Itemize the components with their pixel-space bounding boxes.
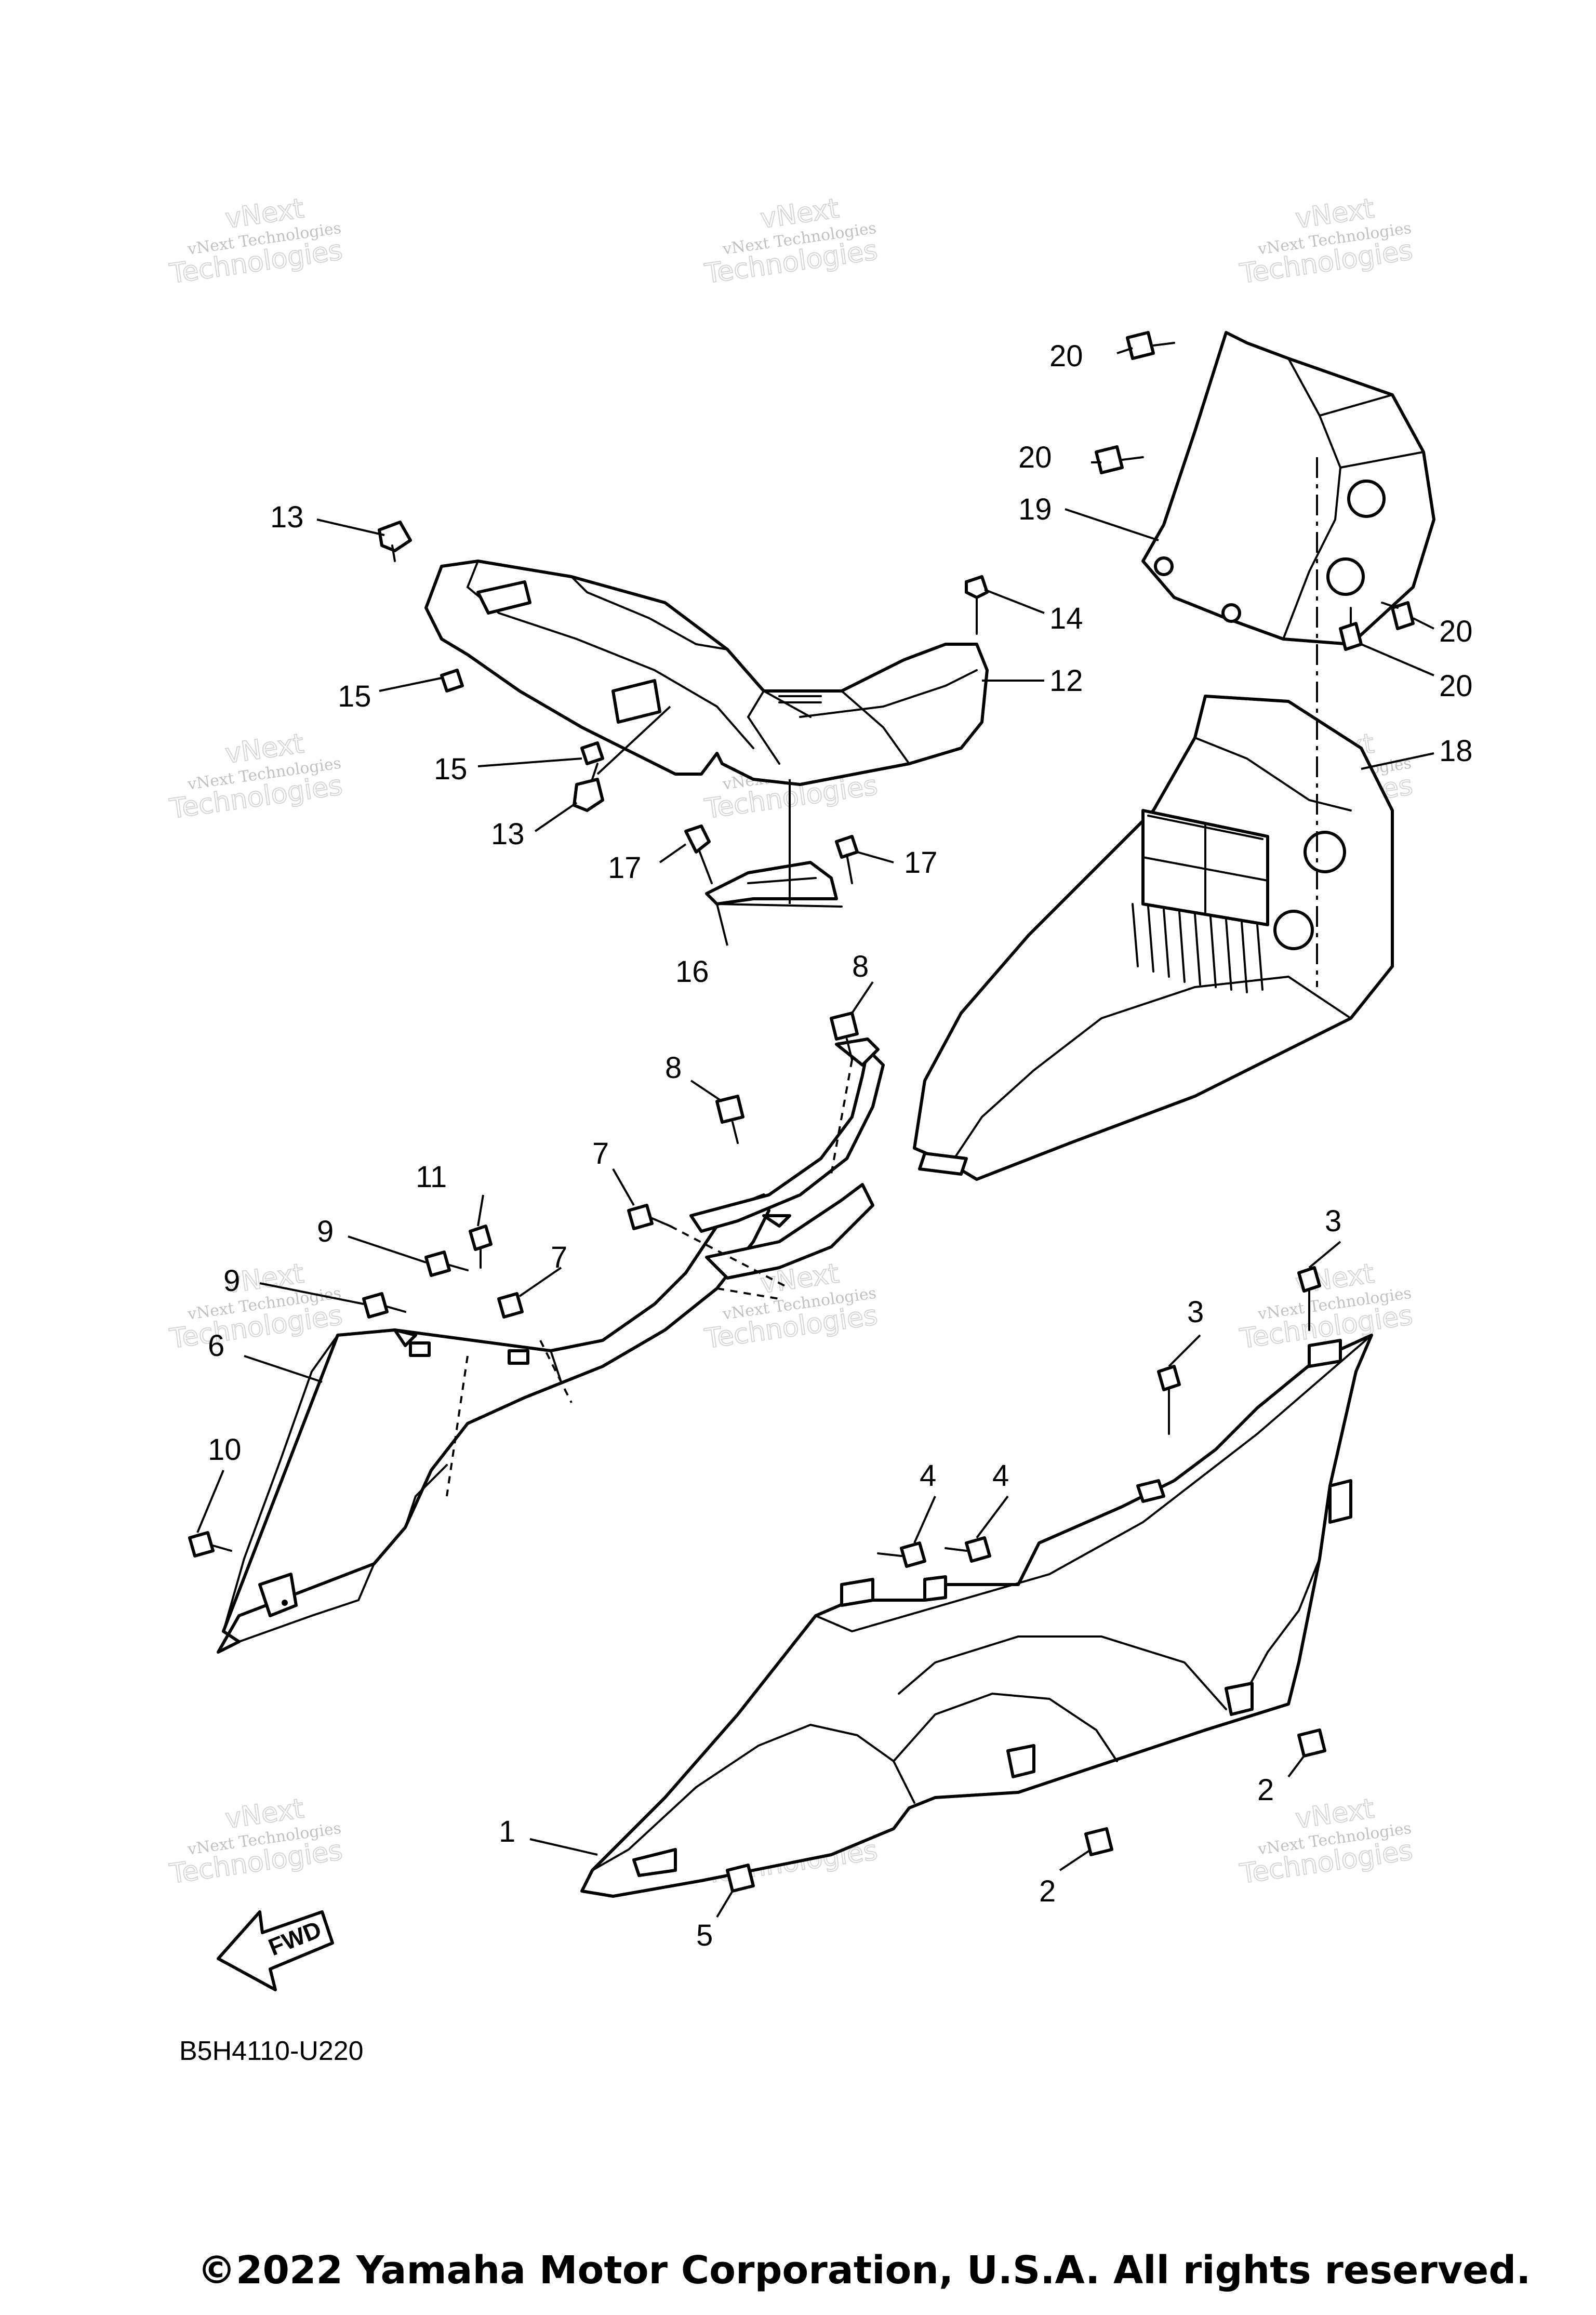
screw-8-mid bbox=[715, 1095, 744, 1144]
callout-16: 16 bbox=[675, 955, 709, 989]
screw-10 bbox=[188, 1531, 232, 1558]
callout-2: 2 bbox=[1039, 1874, 1056, 1908]
part-6-bracket-strip bbox=[689, 1037, 885, 1233]
watermark: vNext vNext Technologies Technologies bbox=[1238, 1257, 1415, 1355]
callout-8: 8 bbox=[852, 950, 869, 983]
rivet-3-top bbox=[1297, 1266, 1321, 1331]
screw-2-b bbox=[1084, 1827, 1113, 1856]
screw-8-top bbox=[830, 1012, 859, 1061]
callout-13: 13 bbox=[270, 500, 304, 534]
diagram-code: B5H4110-U220 bbox=[179, 2036, 364, 2066]
callout-6: 6 bbox=[208, 1329, 224, 1363]
callout-20: 20 bbox=[1049, 339, 1083, 373]
screw-4-b bbox=[945, 1536, 991, 1563]
callout-7: 7 bbox=[551, 1241, 567, 1274]
watermark: vNext vNext Technologies Technologies bbox=[167, 727, 345, 826]
screw-11 bbox=[469, 1225, 493, 1269]
callout-8: 8 bbox=[665, 1051, 682, 1085]
rivet-3-mid bbox=[1157, 1365, 1181, 1435]
part-1-side-cover bbox=[580, 1334, 1373, 1898]
callout-1: 1 bbox=[499, 1815, 515, 1848]
callout-20: 20 bbox=[1439, 615, 1473, 648]
callout-11: 11 bbox=[416, 1160, 447, 1194]
rivet-17-left bbox=[684, 824, 713, 884]
screw-14 bbox=[965, 575, 989, 635]
callout-10: 10 bbox=[208, 1433, 242, 1467]
callout-3: 3 bbox=[1187, 1295, 1204, 1329]
callout-20: 20 bbox=[1018, 441, 1052, 474]
callout-7: 7 bbox=[592, 1137, 609, 1170]
copyright-notice: ©2022 Yamaha Motor Corporation, U.S.A. A… bbox=[197, 2248, 1531, 2293]
callout-12: 12 bbox=[1049, 664, 1083, 698]
callout-9: 9 bbox=[317, 1215, 334, 1248]
screw-20-a bbox=[1126, 331, 1175, 360]
watermark: vNext vNext Technologies Technologies bbox=[167, 192, 345, 290]
screw-9-a bbox=[424, 1250, 469, 1277]
screw-9-b bbox=[362, 1292, 406, 1319]
screw-20-d bbox=[1339, 607, 1363, 651]
callout-labels: 13 15 15 13 17 17 16 14 12 20 20 19 20 2… bbox=[208, 339, 1473, 1952]
callout-20: 20 bbox=[1439, 669, 1473, 703]
screw-7-a bbox=[627, 1204, 671, 1230]
rivet-17-right bbox=[835, 835, 859, 884]
callout-4: 4 bbox=[992, 1459, 1009, 1493]
callout-18: 18 bbox=[1439, 734, 1473, 768]
bolt-13-top bbox=[378, 521, 412, 562]
watermark: vNext vNext Technologies Technologies bbox=[702, 192, 880, 290]
watermark: vNext vNext Technologies Technologies bbox=[167, 1257, 345, 1355]
callout-15: 15 bbox=[338, 680, 371, 713]
callout-5: 5 bbox=[696, 1919, 713, 1952]
vent-fins bbox=[1132, 903, 1264, 993]
clip-15-top bbox=[440, 669, 464, 693]
bolt-13-bottom bbox=[573, 763, 604, 812]
fasteners bbox=[188, 331, 1415, 1893]
assembly-lines bbox=[446, 1059, 853, 1497]
part-16-bracket bbox=[705, 861, 843, 908]
clip-15-bottom bbox=[580, 741, 604, 765]
watermark: vNext vNext Technologies Technologies bbox=[167, 1792, 345, 1891]
callout-13: 13 bbox=[491, 817, 525, 851]
screw-7-b bbox=[497, 1292, 524, 1319]
screw-20-c bbox=[1381, 601, 1415, 630]
part-19-cover bbox=[1141, 331, 1435, 646]
leader-lines bbox=[196, 347, 1434, 1918]
callout-2: 2 bbox=[1257, 1773, 1274, 1807]
screw-4-a bbox=[877, 1541, 926, 1568]
callout-3: 3 bbox=[1325, 1204, 1341, 1238]
callout-19: 19 bbox=[1018, 493, 1052, 526]
callout-9: 9 bbox=[223, 1264, 240, 1298]
screw-20-b bbox=[1095, 445, 1144, 474]
screw-5 bbox=[726, 1864, 755, 1893]
watermark: vNext vNext Technologies Technologies bbox=[1238, 192, 1415, 290]
callout-17: 17 bbox=[608, 851, 642, 885]
part-6-side-cover bbox=[217, 1183, 874, 1654]
callout-17: 17 bbox=[904, 846, 938, 880]
part-18-cover bbox=[913, 695, 1394, 1181]
callout-14: 14 bbox=[1049, 602, 1083, 635]
callout-4: 4 bbox=[920, 1459, 936, 1493]
fwd-arrow-icon: FWD bbox=[217, 1910, 334, 1991]
part-12-seat bbox=[424, 560, 989, 786]
screw-2-a bbox=[1297, 1728, 1326, 1758]
callout-15: 15 bbox=[434, 752, 468, 786]
